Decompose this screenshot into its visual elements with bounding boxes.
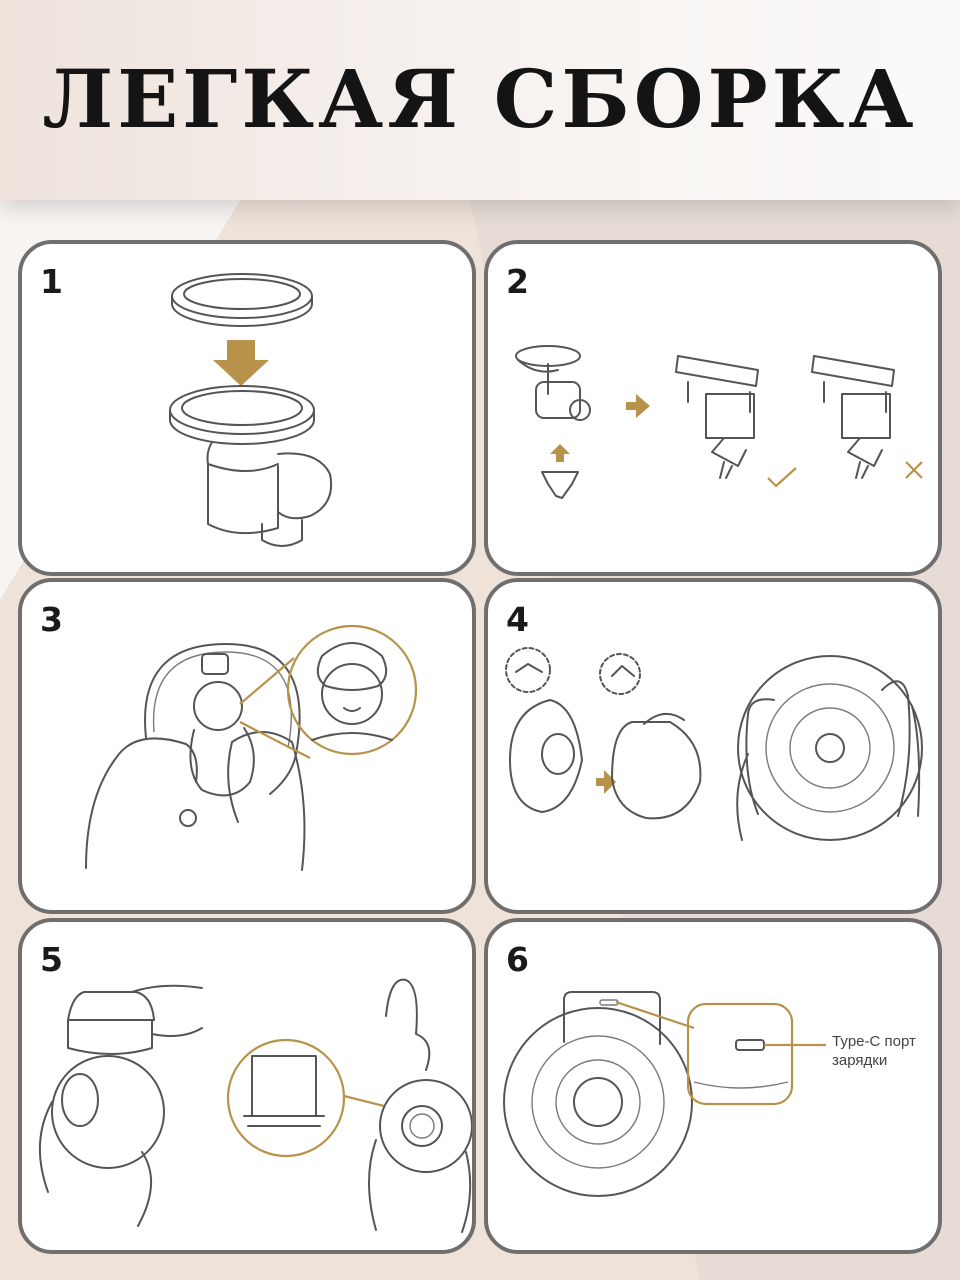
step-6-panel: 6 Type-C порт зарядки <box>484 918 942 1254</box>
callout-line-2: зарядки <box>832 1052 888 1069</box>
callout-line-1: Type-C порт <box>832 1033 916 1050</box>
step-number: 2 <box>506 262 529 301</box>
step-number: 5 <box>40 940 63 979</box>
callout-label: Type-C порт зарядки <box>832 1032 916 1070</box>
header-banner: ЛЕГКАЯ СБОРКА <box>0 0 960 200</box>
assembly-hands-illustration <box>22 582 476 914</box>
step-number: 1 <box>40 262 63 301</box>
step-number: 3 <box>40 600 63 639</box>
step-2-panel: 2 <box>484 240 942 576</box>
step-number: 4 <box>506 600 529 639</box>
motor-attach-illustration <box>22 922 476 1254</box>
valve-install-illustration <box>488 244 942 576</box>
step-4-panel: 4 <box>484 578 942 914</box>
type-c-port-illustration <box>488 922 942 1254</box>
seal-ring-illustration <box>22 244 476 576</box>
step-1-panel: 1 <box>18 240 476 576</box>
flange-attach-illustration <box>488 582 942 914</box>
step-5-panel: 5 <box>18 918 476 1254</box>
step-3-panel: 3 <box>18 578 476 914</box>
page-title: ЛЕГКАЯ СБОРКА <box>42 52 918 146</box>
step-number: 6 <box>506 940 529 979</box>
